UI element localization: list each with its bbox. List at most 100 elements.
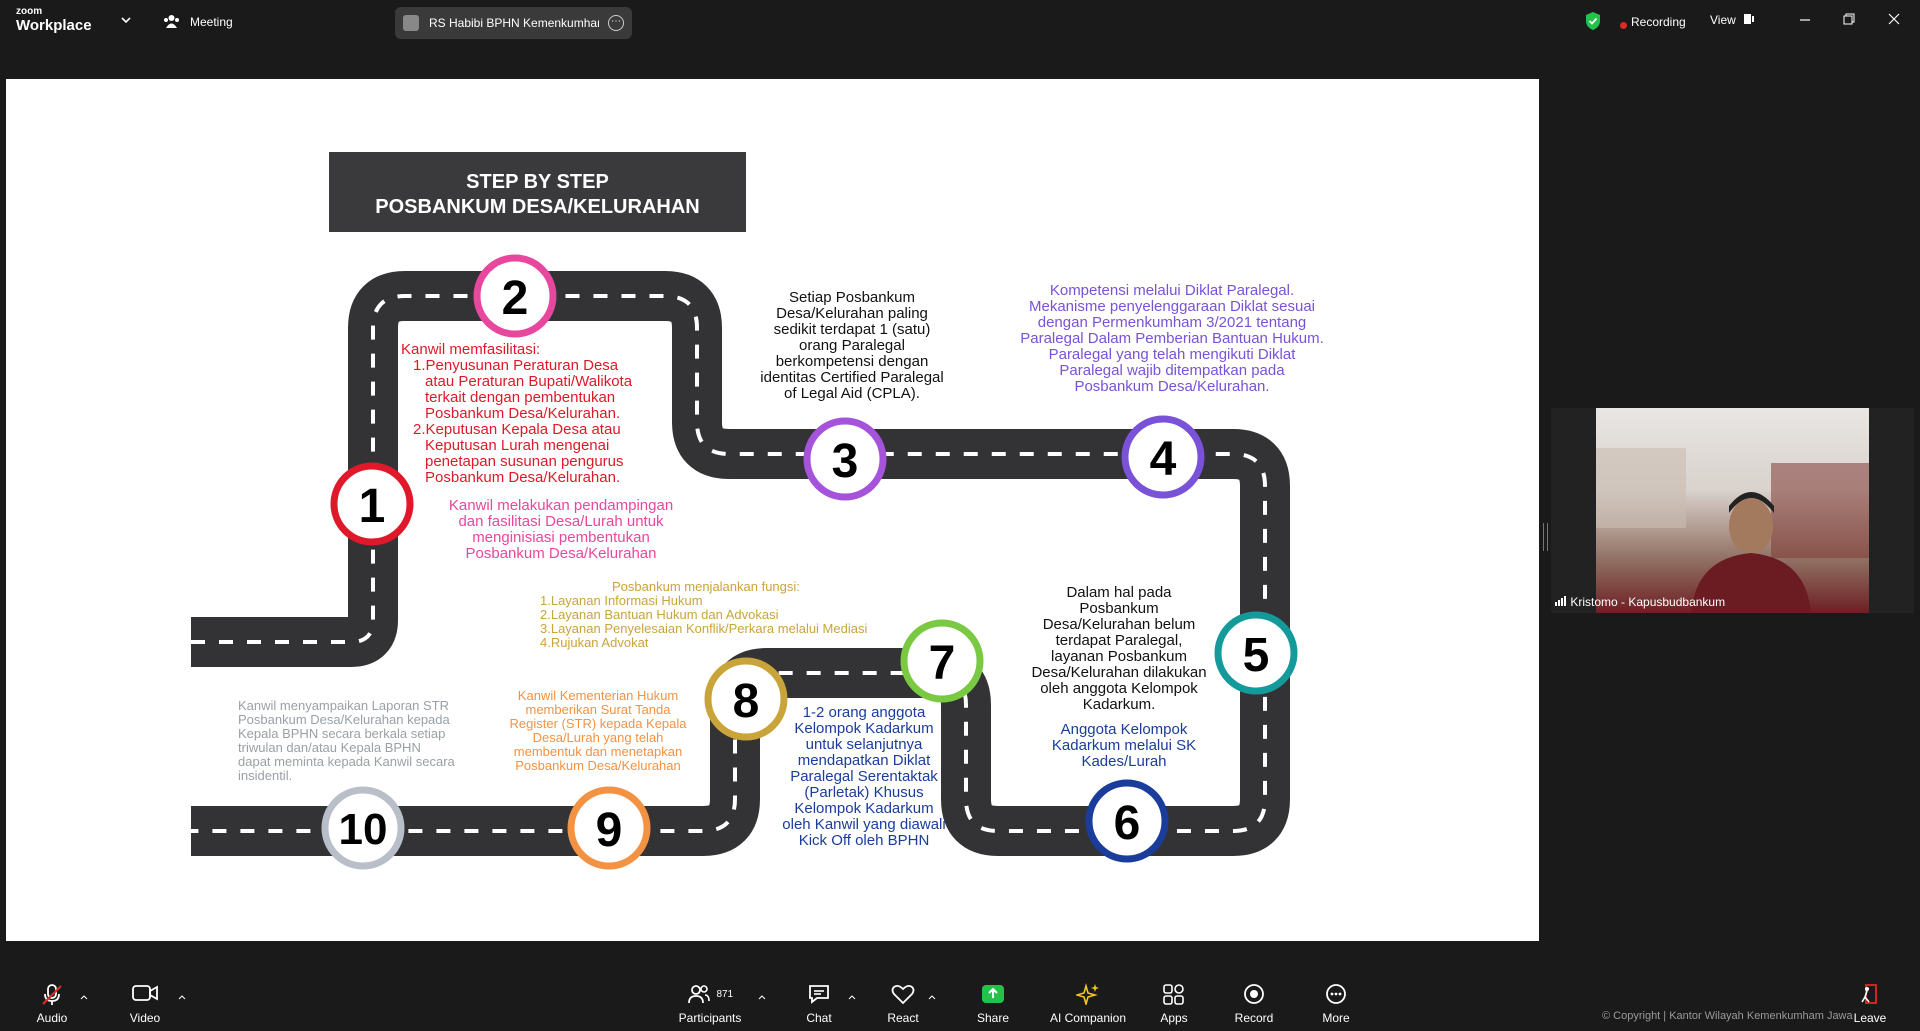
svg-text:Mekanisme penyelenggaraan Dikl: Mekanisme penyelenggaraan Diklat sesuai <box>1029 298 1315 315</box>
svg-text:of Legal Aid (CPLA).: of Legal Aid (CPLA). <box>784 385 920 402</box>
logo-small: zoom <box>16 6 43 17</box>
meeting-tab[interactable]: RS Habibi BPHN Kemenkumham ⋯ <box>395 7 632 39</box>
svg-text:terkait dengan pembentukan: terkait dengan pembentukan <box>425 389 615 406</box>
chat-icon <box>774 983 864 1007</box>
svg-text:Kanwil melakukan pendampingan: Kanwil melakukan pendampingan <box>449 497 673 514</box>
svg-text:Dalam hal pada: Dalam hal pada <box>1066 584 1172 601</box>
slide-title-line1: STEP BY STEP <box>466 171 609 193</box>
more-button[interactable]: More <box>1291 973 1381 1025</box>
muted-mic-icon <box>7 983 97 1007</box>
participant-video-tile[interactable]: Kristomo - Kapusbudbankum <box>1551 408 1914 613</box>
step-10-number: 10 <box>339 805 388 854</box>
svg-text:orang Paralegal: orang Paralegal <box>799 337 905 354</box>
svg-text:1.Penyusunan Peraturan Desa: 1.Penyusunan Peraturan Desa <box>413 357 619 374</box>
apps-button[interactable]: Apps <box>1129 973 1219 1025</box>
video-label: Video <box>129 1011 161 1025</box>
audio-button[interactable]: Audio <box>7 973 97 1025</box>
svg-text:Posbankum: Posbankum <box>1079 600 1158 617</box>
record-label: Record <box>1234 1011 1274 1025</box>
step-9-marker: 9 <box>567 786 651 870</box>
svg-text:3.Layanan Penyelesaian Konflik: 3.Layanan Penyelesaian Konflik/Perkara m… <box>540 621 867 636</box>
apps-grid-icon <box>1129 983 1219 1007</box>
svg-text:insidentil.: insidentil. <box>238 768 292 783</box>
svg-text:Desa/Kelurahan belum: Desa/Kelurahan belum <box>1043 616 1196 633</box>
meeting-label[interactable]: Meeting <box>190 15 233 29</box>
step-10-marker: 10 <box>321 786 405 870</box>
video-button[interactable]: Video <box>100 973 190 1025</box>
step-2-text: 1.Penyusunan Peraturan Desa atau Peratur… <box>413 357 633 486</box>
react-button[interactable]: React <box>858 973 948 1025</box>
svg-text:Keputusan Lurah mengenai: Keputusan Lurah mengenai <box>425 437 609 454</box>
svg-text:sedikit terdapat 1 (satu): sedikit terdapat 1 (satu) <box>774 321 931 338</box>
svg-text:Anggota Kelompok: Anggota Kelompok <box>1061 721 1188 738</box>
step-10-text: Kanwil menyampaikan Laporan STR Posbanku… <box>238 698 456 783</box>
step-2-marker: 2 <box>473 254 557 338</box>
step-3-text: Setiap Posbankum Desa/Kelurahan paling s… <box>760 289 943 402</box>
view-label[interactable]: View <box>1710 13 1736 27</box>
svg-text:Kompetensi melalui Diklat Para: Kompetensi melalui Diklat Paralegal. <box>1050 282 1294 299</box>
svg-text:Posbankum menjalankan fungsi:: Posbankum menjalankan fungsi: <box>612 579 800 594</box>
svg-text:menginisiasi pembentukan: menginisiasi pembentukan <box>472 529 650 546</box>
chevron-down-icon[interactable] <box>121 14 131 28</box>
view-layout-icon[interactable] <box>1743 13 1755 28</box>
svg-text:Paralegal Dalam Pemberian Bant: Paralegal Dalam Pemberian Bantuan Hukum. <box>1020 330 1324 347</box>
step-5-number: 5 <box>1243 629 1270 682</box>
recording-label[interactable]: Recording <box>1631 15 1686 29</box>
participants-button[interactable]: 871 Participants <box>665 973 755 1025</box>
svg-text:Posbankum Desa/Kelurahan: Posbankum Desa/Kelurahan <box>466 545 657 562</box>
step-6-number: 6 <box>1114 797 1141 850</box>
step-5-marker: 5 <box>1214 611 1298 695</box>
more-options-icon[interactable]: ⋯ <box>608 15 624 31</box>
svg-text:Kadarkum melalui SK: Kadarkum melalui SK <box>1052 737 1196 754</box>
panel-resize-handle[interactable] <box>1543 523 1548 551</box>
svg-text:Register (STR) kepada Kepala: Register (STR) kepada Kepala <box>509 716 687 731</box>
step-4-number: 4 <box>1150 433 1177 486</box>
step-5-text: Dalam hal pada Posbankum Desa/Kelurahan … <box>1031 584 1206 713</box>
logo-big: Workplace <box>16 17 92 34</box>
share-button[interactable]: Share <box>948 973 1038 1025</box>
chat-button[interactable]: Chat <box>774 973 864 1025</box>
svg-text:Posbankum Desa/Kelurahan.: Posbankum Desa/Kelurahan. <box>1074 378 1269 395</box>
step-6-marker: 6 <box>1085 779 1169 863</box>
close-icon[interactable] <box>1888 13 1900 28</box>
svg-text:penetapan susunan pengurus: penetapan susunan pengurus <box>425 453 624 470</box>
step-8-marker: 8 <box>704 657 788 741</box>
slide-title-line2: POSBANKUM DESA/KELURAHAN <box>375 196 699 218</box>
svg-text:1-2 orang anggota: 1-2 orang anggota <box>803 704 926 721</box>
svg-text:dan fasilitasi Desa/Lurah untu: dan fasilitasi Desa/Lurah untuk <box>458 513 664 530</box>
share-label: Share <box>976 1011 1010 1025</box>
svg-text:(Parletak) Khusus: (Parletak) Khusus <box>804 784 923 801</box>
ai-companion-label: AI Companion <box>1049 1011 1127 1025</box>
more-dots-icon <box>1291 983 1381 1007</box>
restore-icon[interactable] <box>1843 13 1855 28</box>
participants-options-chevron-icon[interactable] <box>758 987 766 1005</box>
step-4-text: Kompetensi melalui Diklat Paralegal. Mek… <box>1020 282 1324 395</box>
svg-text:Kelompok Kadarkum: Kelompok Kadarkum <box>794 800 933 817</box>
svg-text:triwulan dan/atau Kepala BPHN: triwulan dan/atau Kepala BPHN <box>238 740 421 755</box>
meeting-icon[interactable] <box>163 13 180 32</box>
ai-companion-button[interactable]: AI Companion <box>1043 973 1133 1025</box>
svg-text:layanan Posbankum: layanan Posbankum <box>1051 648 1187 665</box>
minimize-icon[interactable] <box>1799 14 1811 29</box>
shield-check-icon[interactable] <box>1585 12 1601 33</box>
step-2-heading: Kanwil memfasilitasi: <box>401 341 540 358</box>
svg-text:Setiap Posbankum: Setiap Posbankum <box>789 289 915 306</box>
video-options-chevron-icon[interactable] <box>178 987 186 1005</box>
svg-text:Desa/Kelurahan paling: Desa/Kelurahan paling <box>776 305 928 322</box>
bottom-toolbar: Audio Video 871 Participants Chat React <box>0 973 1920 1031</box>
step-7-text: 1-2 orang anggota Kelompok Kadarkum untu… <box>782 704 945 849</box>
svg-text:membentuk dan menetapkan: membentuk dan menetapkan <box>514 744 682 759</box>
chat-options-chevron-icon[interactable] <box>848 987 856 1005</box>
svg-text:Paralegal yang telah mengikuti: Paralegal yang telah mengikuti Diklat <box>1049 346 1297 363</box>
leave-label: Leave <box>1853 1011 1887 1025</box>
participants-label: Participants <box>678 1011 742 1025</box>
record-button[interactable]: Record <box>1209 973 1299 1025</box>
leave-button[interactable]: Leave <box>1826 973 1914 1025</box>
svg-text:Paralegal wajib ditempatkan pa: Paralegal wajib ditempatkan pada <box>1059 362 1285 379</box>
signal-bars-icon <box>1555 596 1566 606</box>
step-1-text: Kanwil melakukan pendampingan dan fasili… <box>449 497 673 562</box>
audio-options-chevron-icon[interactable] <box>80 987 88 1005</box>
participant-count: 871 <box>716 989 734 1000</box>
react-options-chevron-icon[interactable] <box>928 987 936 1005</box>
svg-text:terdapat Paralegal,: terdapat Paralegal, <box>1056 632 1183 649</box>
